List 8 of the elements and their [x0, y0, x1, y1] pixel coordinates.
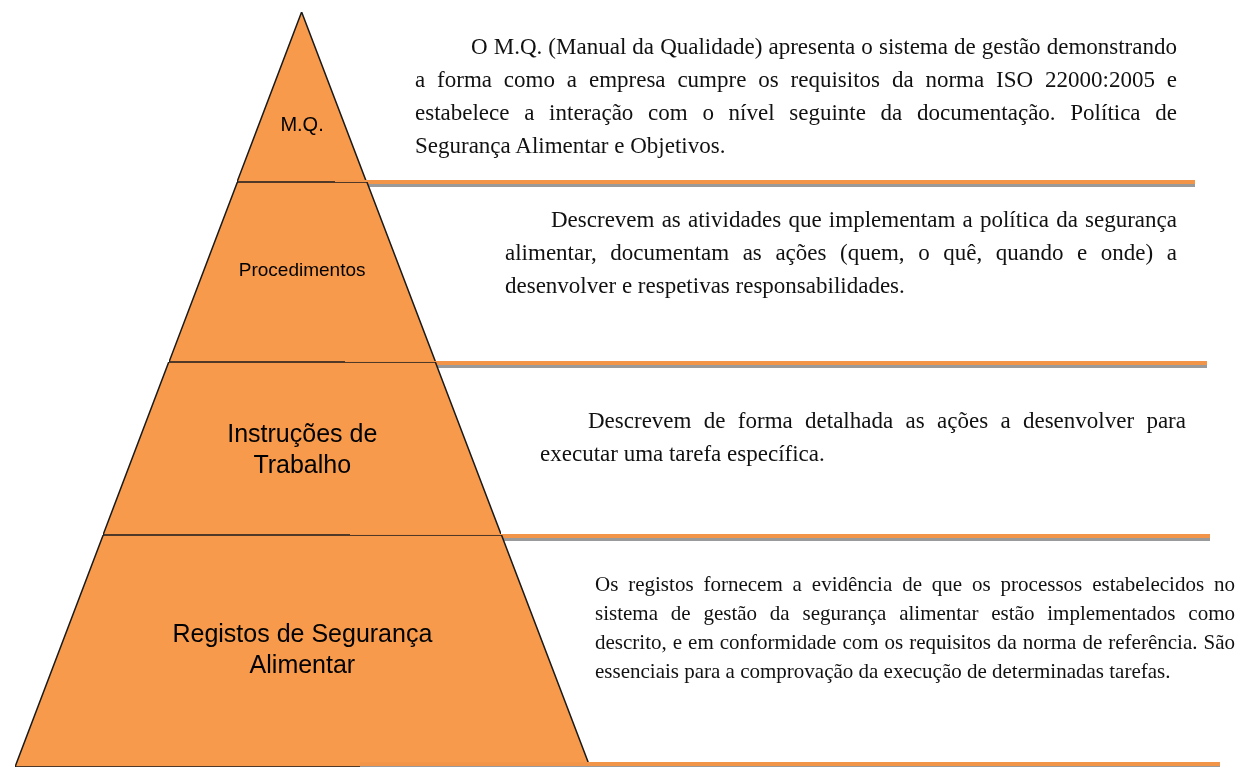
description-paragraph: Descrevem as atividades que implementam a política da segurança alimentar, documentam as ações (quem, o quê, quando e onde) a desenvolver e respetivas responsabilidades. [505, 206, 1177, 300]
level-title: Procedimentos [237, 258, 367, 282]
description-paragraph: O M.Q. (Manual da Qualidade) apresenta o sistema de gestão demonstrando a forma como a empresa cumpre os requisitos da norma ISO 22000:2005 e estabelece a interação com o nível seguinte da documentação. Política de Segurança Alimentar e Objetivos. [415, 33, 1177, 160]
description-paragraph: Os registos fornecem a evidência de que os processos estabelecidos no sistema de gestão da segurança alimentar estão implementados como descrito, e em conformidade com os requisitos da norma de referência. São essenciais para a comprovação da execução de determinadas tarefas. [595, 571, 1235, 685]
level-title: Registos de Segurança Alimentar [171, 618, 434, 681]
level-title: M.Q. [279, 112, 325, 137]
description-paragraph: Descrevem de forma detalhada as ações a desenvolver para executar uma tarefa específica. [540, 407, 1186, 468]
level-title: Instruções de Trabalho [226, 418, 379, 481]
